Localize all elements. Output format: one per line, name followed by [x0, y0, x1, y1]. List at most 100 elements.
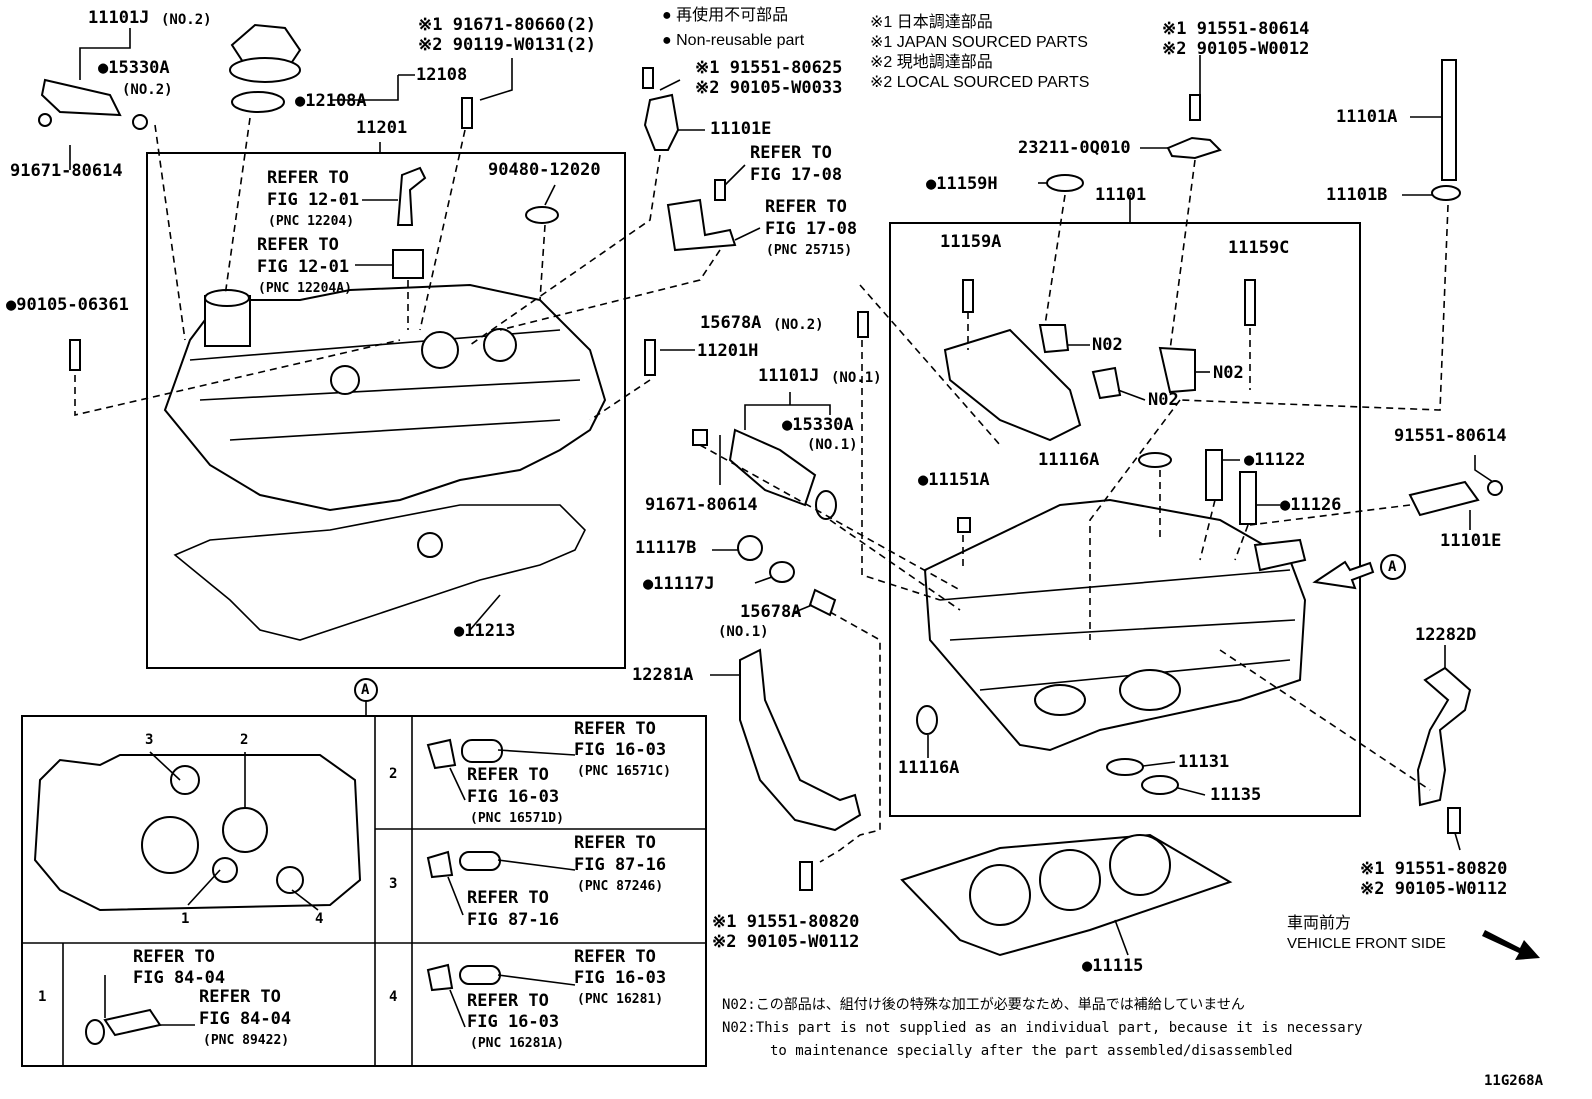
label-11101e-right: 11101E: [1440, 531, 1502, 551]
label-11101b: 11101B: [1326, 185, 1388, 205]
view-arrow-a: [1312, 560, 1375, 590]
cylinder-head-group-box: [889, 222, 1361, 817]
inset-a-letter: A: [361, 682, 370, 698]
label-11101a: 11101A: [1336, 107, 1398, 127]
ref-12204-line2: FIG 12-01: [267, 190, 360, 210]
label-90105-06361: ●90105-06361: [6, 295, 129, 315]
callout-a-circle: [1380, 554, 1406, 580]
label-15678a-no1: 15678A: [740, 602, 802, 622]
bolt-right: [1487, 480, 1503, 496]
oil-filler-cap: [229, 23, 302, 113]
label-15678a-no2-suffix: (NO.2): [773, 317, 824, 333]
inset-row4-ref1-b: FIG 16-03: [574, 968, 667, 988]
inset-row4-ref1-a: REFER TO: [574, 947, 656, 967]
note-n02-en-line2: to maintenance specially after the part …: [770, 1043, 1293, 1059]
label-91671-left: 91671-80614: [10, 161, 123, 181]
inset-row1-ref2-a: REFER TO: [199, 987, 281, 1007]
cylinder-head-cover: [163, 283, 607, 512]
inset-row3-ref1-c: (PNC 87246): [577, 879, 664, 894]
label-15330a-top: ●15330A: [98, 58, 170, 78]
inset-row-1-marker: 1: [38, 989, 47, 1005]
label-11101e-top: 11101E: [710, 119, 772, 139]
seal-11135: [1141, 775, 1179, 795]
label-15330a-top-suffix: (NO.2): [122, 82, 173, 98]
inset-row2-ref2-a: REFER TO: [467, 765, 549, 785]
label-12282d: 12282D: [1415, 625, 1477, 645]
label-11116a-top: 11116A: [1038, 450, 1100, 470]
inset-row1-ref2-b: FIG 84-04: [199, 1009, 292, 1029]
inset-row3-ref2-b: FIG 87-16: [467, 910, 560, 930]
legend-s2-jp: ※2 現地調達部品: [870, 54, 993, 71]
label-15330a-mid: ●15330A: [782, 415, 854, 435]
label-91551-80614-top: ※1 91551-80614: [1162, 19, 1310, 39]
plug-11116a-bottom: [916, 705, 938, 735]
oil-control-valve-no2: [38, 78, 148, 130]
label-15678a-no1-suffix: (NO.1): [718, 624, 769, 640]
label-91551-80625: ※1 91551-80625: [695, 58, 843, 78]
label-11151a: ●11151A: [918, 470, 990, 490]
pin-11151a: [957, 517, 971, 533]
legend-s1-en: ※1 JAPAN SOURCED PARTS: [870, 34, 1088, 51]
label-90119-w0131: ※2 90119-W0131(2): [418, 35, 597, 55]
label-91551-80820-right: ※1 91551-80820: [1360, 859, 1508, 879]
head-gasket: [900, 833, 1233, 957]
label-23211: 23211-0Q010: [1018, 138, 1131, 158]
note-n02-jp: N02:この部品は、組付け後の特殊な加工が必要なため、単品では補給していません: [722, 997, 1245, 1013]
legend-bullet-jp: ● 再使用不可部品: [662, 7, 789, 24]
inset-callout-3: 3: [145, 732, 154, 748]
inset-callout-4: 4: [315, 911, 324, 927]
inset-row2-ref1-a: REFER TO: [574, 719, 656, 739]
ref-12204a-line1: REFER TO: [257, 235, 339, 255]
inset-row-2-marker: 2: [389, 766, 398, 782]
engine-hanger-12281a: [739, 648, 862, 832]
leader-lines: [69, 28, 1494, 956]
label-11122: ●11122: [1244, 450, 1306, 470]
inset-callout-2: 2: [240, 732, 249, 748]
label-90105-w0012: ※2 90105-W0012: [1162, 39, 1310, 59]
label-90480: 90480-12020: [488, 160, 601, 180]
label-12108a: ●12108A: [295, 91, 367, 111]
ref-1708c-line1: REFER TO: [765, 197, 847, 217]
inset-row1-ref2-c: (PNC 89422): [203, 1033, 290, 1048]
stud-11122: [1205, 449, 1223, 501]
gasket-11159h: [1046, 174, 1084, 192]
ref-1708c-line2: FIG 17-08: [765, 219, 858, 239]
label-91671-80660: ※1 91671-80660(2): [418, 15, 597, 35]
inset-a: [21, 678, 707, 1067]
seal-11131: [1106, 758, 1144, 776]
label-11131: 11131: [1178, 752, 1230, 772]
label-11159c: 11159C: [1228, 238, 1290, 258]
label-11117b: 11117B: [635, 538, 697, 558]
label-11101j-no1-suffix: (NO.1): [831, 370, 882, 386]
label-12281a: 12281A: [632, 665, 694, 685]
ref-1708-line2: FIG 17-08: [750, 165, 843, 185]
label-91551-80614-right: 91551-80614: [1394, 426, 1507, 446]
vehicle-front-arrow-icon: [1482, 930, 1540, 960]
label-11116a-bottom: 11116A: [898, 758, 960, 778]
ref-1708c-line3: (PNC 25715): [766, 243, 853, 258]
label-n02-b: N02: [1148, 390, 1179, 410]
inset-row-3-marker: 3: [389, 876, 398, 892]
label-n02-c: N02: [1213, 363, 1244, 383]
legend-s1-jp: ※1 日本調達部品: [870, 14, 993, 31]
label-90105-w0112-right: ※2 90105-W0112: [1360, 879, 1508, 899]
label-11159a: 11159A: [940, 232, 1002, 252]
label-11201h: 11201H: [697, 341, 759, 361]
front-label-jp: 車両前方: [1287, 915, 1352, 932]
cam-position-sensor-top: [643, 93, 680, 151]
inset-row3-ref1-b: FIG 87-16: [574, 855, 667, 875]
inset-row4-ref2-a: REFER TO: [467, 991, 549, 1011]
label-11101j-no1: 11101J: [758, 366, 820, 386]
label-11159h: ●11159H: [926, 174, 998, 194]
label-15330a-mid-suffix: (NO.1): [807, 437, 858, 453]
label-11101j-no2: 11101J: [88, 8, 150, 28]
breather-fittings: [392, 166, 559, 279]
label-91671-mid: 91671-80614: [645, 495, 758, 515]
stud-11126: [1239, 471, 1257, 525]
ref-12204-line1: REFER TO: [267, 168, 349, 188]
inset-row3-ref2-a: REFER TO: [467, 888, 549, 908]
inset-row2-ref1-b: FIG 16-03: [574, 740, 667, 760]
temperature-sensor-right: [1408, 480, 1480, 517]
